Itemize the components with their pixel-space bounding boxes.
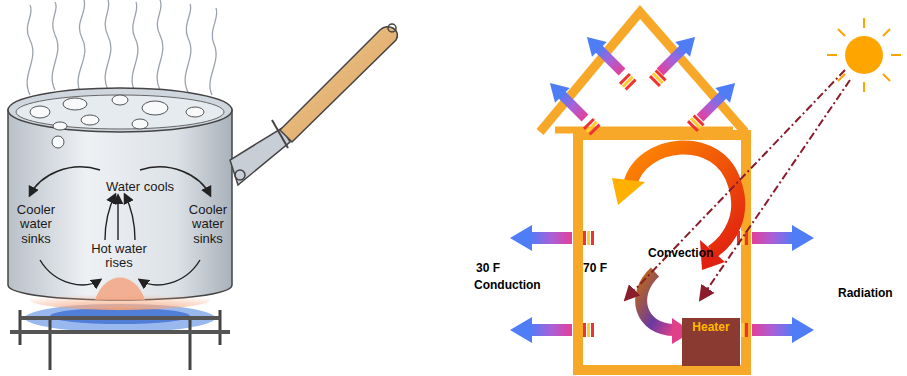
radiation-rays [625,70,850,300]
text-label: Convection [648,247,738,260]
sun [827,18,901,92]
text-label: Radiation [838,287,907,300]
burner [10,304,230,370]
text-label: Conduction [474,279,564,292]
pot-handle [230,24,397,185]
text-label: 70 F [583,262,633,275]
convection-arrow [612,147,738,270]
text-label: Water cools [100,180,180,194]
text-label: 30 F [476,262,526,275]
text-label: Cooler water sinks [8,203,64,246]
text-label: Cooler water sinks [180,203,236,246]
node-text: Heater [682,320,740,334]
text-label: Hot water rises [88,242,150,271]
house [540,12,746,370]
pot [8,88,232,310]
steam-lines [27,0,217,95]
heater-box: Heater [682,318,740,366]
heat-arrows [510,30,814,343]
